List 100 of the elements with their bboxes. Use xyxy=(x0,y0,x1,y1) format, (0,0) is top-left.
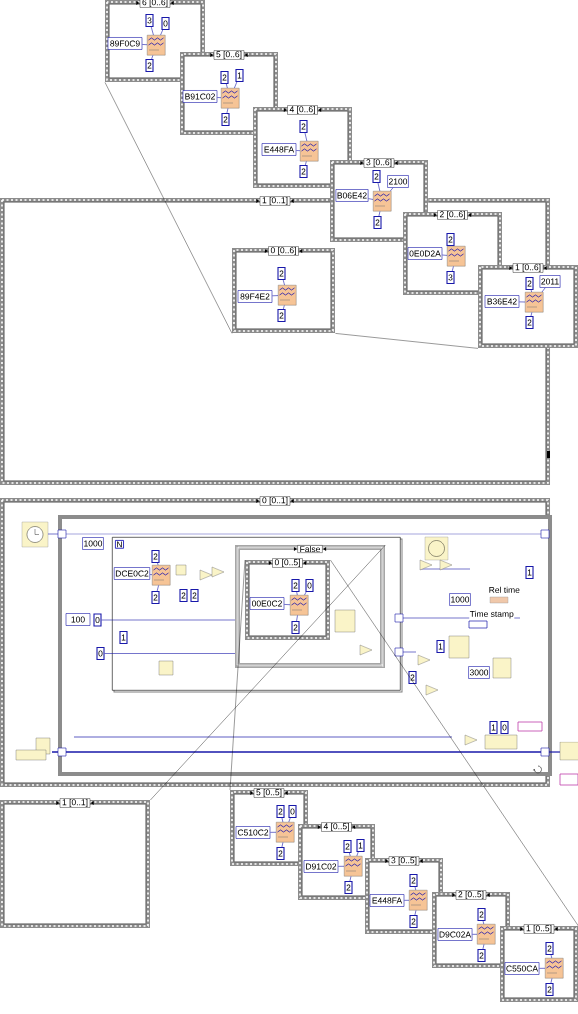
wire xyxy=(296,591,298,596)
projection-line xyxy=(330,559,578,927)
constant: 2100 xyxy=(387,175,409,188)
constant: 00E0C2 xyxy=(249,597,285,610)
constant: 0 xyxy=(288,804,297,819)
vi-icon xyxy=(147,35,166,56)
wire xyxy=(234,81,238,89)
constant: 3 xyxy=(446,270,455,285)
wire xyxy=(304,132,308,142)
constant: 2 xyxy=(220,70,229,85)
vi-icon xyxy=(373,191,392,212)
wire xyxy=(104,653,236,654)
constant: 3000 xyxy=(468,666,490,679)
wire xyxy=(404,900,410,901)
vi-icon xyxy=(152,565,171,586)
vi-icon xyxy=(477,924,496,945)
constant: 1 xyxy=(119,630,128,645)
constant: 2 xyxy=(291,620,300,635)
constant: 1 xyxy=(235,68,244,83)
projection-line xyxy=(104,82,233,334)
vi-icon xyxy=(290,595,309,616)
wire xyxy=(378,211,381,217)
wire xyxy=(414,910,417,916)
vi-icon xyxy=(300,141,319,162)
projection-line xyxy=(150,544,386,801)
wire xyxy=(226,108,229,114)
wire xyxy=(390,187,394,192)
constant: 2 xyxy=(525,315,534,330)
wire xyxy=(281,842,284,848)
constant: 2 xyxy=(525,276,534,291)
node-label: 4 [0..6] xyxy=(289,106,315,114)
vi-icon xyxy=(278,285,297,306)
wire xyxy=(539,968,546,969)
constant: DCE0C2 xyxy=(113,567,151,580)
constant: 1000 xyxy=(82,537,104,550)
constant: B06E42 xyxy=(335,189,369,202)
vi-icon xyxy=(344,856,363,877)
constant: 89F0C9 xyxy=(107,37,143,50)
wire xyxy=(451,266,454,272)
constant: 2 xyxy=(343,839,352,854)
constant: 2 xyxy=(409,873,418,888)
constant: D9C02A xyxy=(437,928,473,941)
constant: 2 xyxy=(151,590,160,605)
constant: 2 xyxy=(299,119,308,134)
constant: 2 xyxy=(477,907,486,922)
node-label: 3 [0..5] xyxy=(391,857,417,865)
node-label: 2 [0..5] xyxy=(458,891,484,899)
wire xyxy=(151,55,154,60)
wire xyxy=(338,866,345,867)
wire xyxy=(305,161,307,166)
wire xyxy=(530,312,533,317)
constant: 1 xyxy=(436,639,445,654)
constant: 2011 xyxy=(539,275,561,288)
wire xyxy=(149,574,153,575)
constant: 2 xyxy=(408,670,417,685)
vi-icon xyxy=(221,88,240,109)
wire xyxy=(226,83,228,89)
constant: 0 xyxy=(500,720,509,735)
constant: 1 xyxy=(356,838,365,853)
constant: 2 xyxy=(277,266,286,281)
wire xyxy=(550,954,553,959)
wire xyxy=(377,182,381,192)
constant: 2 xyxy=(299,164,308,179)
wire xyxy=(541,287,546,293)
projection-line xyxy=(229,559,246,791)
constant: E448FA xyxy=(369,894,405,907)
constant: 2 xyxy=(221,112,230,127)
wire xyxy=(217,97,222,98)
wire xyxy=(442,254,448,256)
constant: 2 xyxy=(545,941,554,956)
constant: 1 xyxy=(525,565,534,580)
wire xyxy=(151,26,154,36)
constant: B91C02 xyxy=(182,90,218,103)
constant: 2 xyxy=(291,578,300,593)
node-label: 5 [0..6] xyxy=(216,51,242,59)
wire xyxy=(296,150,301,151)
sequence-frame: 1 [0..1] xyxy=(0,798,151,929)
wire xyxy=(349,876,352,882)
caption-text: Rel time xyxy=(488,586,521,594)
wire xyxy=(160,29,163,36)
wire xyxy=(288,817,291,823)
node-label: 1 [0..6] xyxy=(515,264,541,272)
vi-icon xyxy=(545,958,564,979)
constant: 2 xyxy=(179,588,188,603)
constant: 0E0D2A xyxy=(407,247,443,260)
wire xyxy=(550,978,553,984)
constant: 2 xyxy=(190,588,199,603)
constant: 0 xyxy=(305,578,314,593)
wire xyxy=(101,619,236,621)
constant: 3 xyxy=(145,13,154,28)
wire xyxy=(482,944,485,950)
constant: 89F4E2 xyxy=(237,290,273,303)
node-label: 2 [0..6] xyxy=(439,211,465,219)
constant: 2 xyxy=(344,880,353,895)
constant: 2 xyxy=(477,948,486,963)
constant: B36E42 xyxy=(484,295,520,308)
wire xyxy=(156,585,159,592)
wire xyxy=(349,852,351,857)
wire xyxy=(472,934,478,935)
wire xyxy=(284,604,291,605)
